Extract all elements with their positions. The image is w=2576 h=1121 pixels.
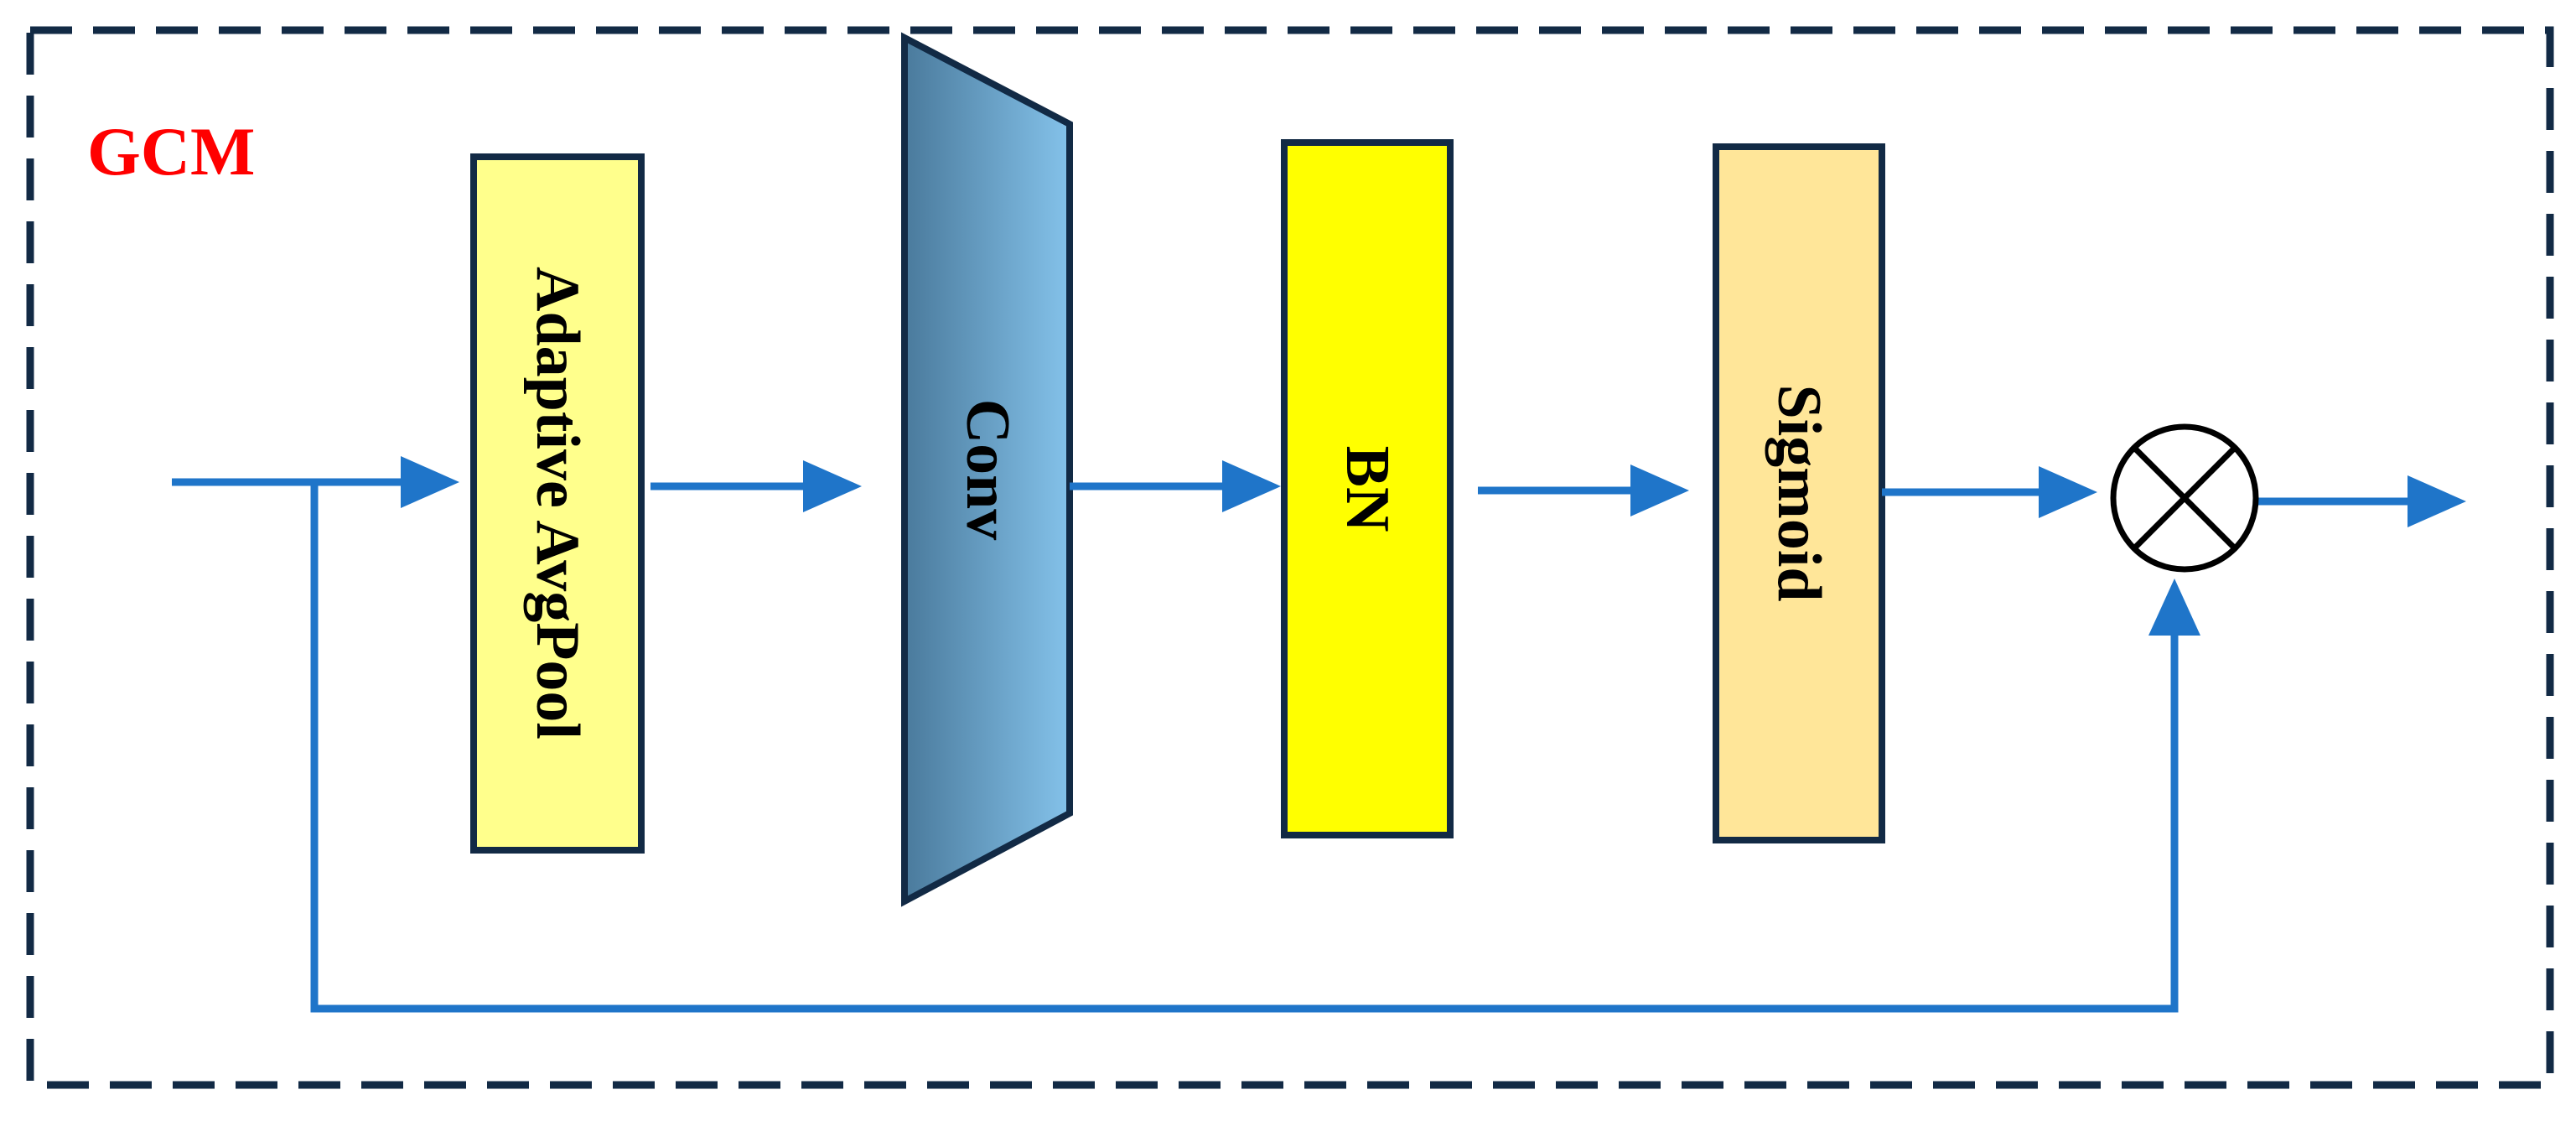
avgpool-block: Adaptive AvgPool (470, 153, 645, 854)
module-frame (26, 26, 2554, 1089)
sigmoid-block: Sigmoid (1713, 143, 1885, 843)
skip-connection-arrow (310, 482, 2200, 1013)
arrow-sigmoid-multiply (1882, 466, 2097, 518)
avgpool-label: Adaptive AvgPool (523, 267, 592, 740)
arrow-output (2255, 475, 2466, 527)
bn-label: BN (1333, 446, 1402, 532)
conv-label: Conv (953, 399, 1022, 541)
module-title: GCM (87, 113, 255, 189)
bn-block: BN (1281, 139, 1454, 838)
arrow-bn-sigmoid (1478, 464, 1689, 516)
arrow-conv-bn (1070, 460, 1281, 512)
sigmoid-label: Sigmoid (1765, 384, 1833, 601)
conv-block: Conv (901, 32, 1073, 907)
arrow-avgpool-conv (650, 460, 862, 512)
multiply-operator-icon (2110, 423, 2259, 573)
flow-arrows (172, 456, 2466, 1013)
arrow-input (172, 456, 459, 508)
